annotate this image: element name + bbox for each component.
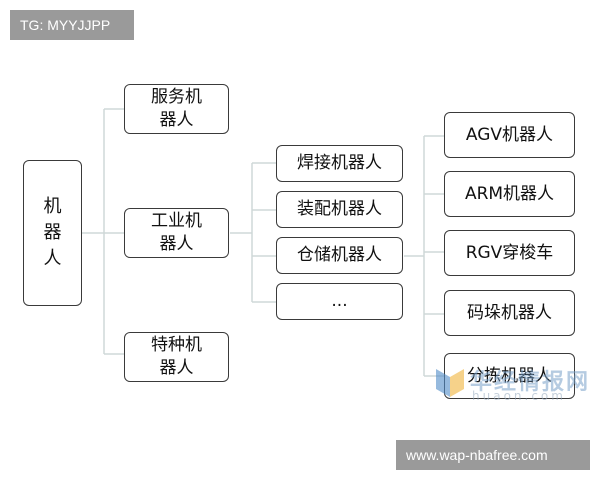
node-palletizing-robot: 码垛机器人 (444, 290, 575, 336)
node-industrial-robot-line1: 工业机 (151, 211, 202, 232)
node-robot-line2: 器 (43, 221, 62, 243)
node-service-robot-line1: 服务机 (151, 87, 202, 108)
node-robot: 机 器 人 (23, 160, 82, 306)
node-special-robot-line2: 器人 (159, 358, 194, 378)
node-industrial-robot: 工业机 器人 (124, 208, 229, 258)
node-rgv-shuttle: RGV穿梭车 (444, 230, 575, 276)
watermark-subtext: huaon.com (472, 389, 566, 403)
top-tag: TG: MYYJJPP (10, 10, 134, 40)
node-agv-robot: AGV机器人 (444, 112, 575, 158)
bottom-tag: www.wap-nbafree.com (396, 440, 590, 470)
node-service-robot-line2: 器人 (159, 110, 194, 130)
node-robot-line1: 机 (43, 195, 62, 217)
node-welding-robot: 焊接机器人 (276, 145, 403, 182)
node-storage-robot: 仓储机器人 (276, 237, 403, 274)
watermark-logo-icon (436, 369, 464, 397)
node-special-robot-line1: 特种机 (151, 335, 202, 356)
node-special-robot: 特种机 器人 (124, 332, 229, 382)
node-robot-line3: 人 (43, 248, 62, 270)
node-assembly-robot: 装配机器人 (276, 191, 403, 228)
node-industrial-robot-line2: 器人 (159, 234, 194, 254)
node-arm-robot: ARM机器人 (444, 171, 575, 217)
connector-storage-level3 (404, 135, 444, 377)
node-service-robot: 服务机 器人 (124, 84, 229, 134)
node-more: ... (276, 283, 403, 320)
watermark-text: 华经情报网 (470, 370, 591, 395)
connector-industrial-level2 (230, 162, 276, 303)
connector-root-level1 (82, 108, 124, 355)
